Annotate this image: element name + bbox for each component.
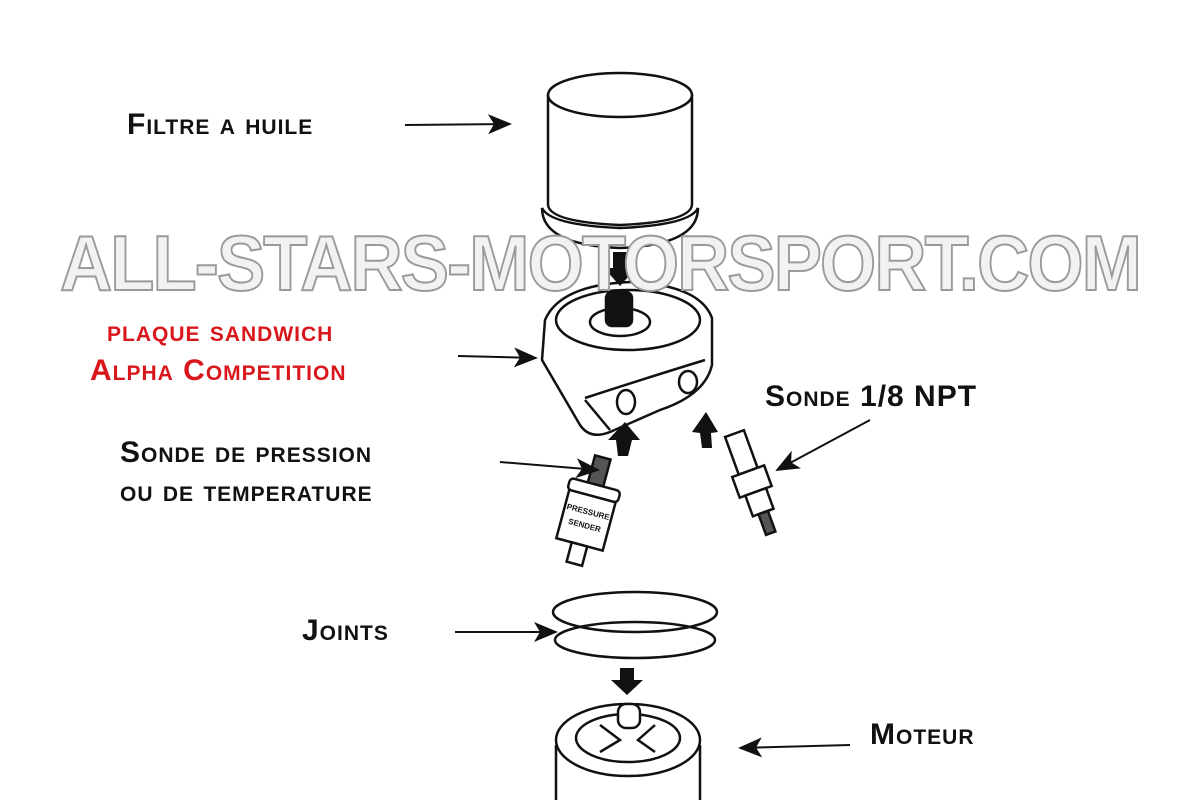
pointer-arrows <box>404 114 871 758</box>
label-oil-filter: Filtre a huile <box>127 108 314 141</box>
gaskets <box>551 590 719 660</box>
label-temperature-sensor: ou de temperature <box>120 475 373 508</box>
assembly-arrows <box>604 252 718 695</box>
engine-mount <box>554 702 702 800</box>
oil-filter <box>540 71 700 250</box>
watermark-logo: ALL-STARS-MOTORSPORT.COM <box>60 219 1140 307</box>
label-npt-sensor: Sonde 1/8 NPT <box>765 380 978 413</box>
label-sandwich-brand: Alpha Competition <box>90 354 347 387</box>
label-sandwich-plate: plaque sandwich <box>107 315 334 348</box>
sandwich-plate <box>540 280 714 437</box>
label-pressure-sensor: Sonde de pression <box>120 436 373 469</box>
npt-sensor <box>723 428 778 537</box>
label-gaskets: Joints <box>302 614 389 647</box>
label-engine: Moteur <box>870 718 975 751</box>
